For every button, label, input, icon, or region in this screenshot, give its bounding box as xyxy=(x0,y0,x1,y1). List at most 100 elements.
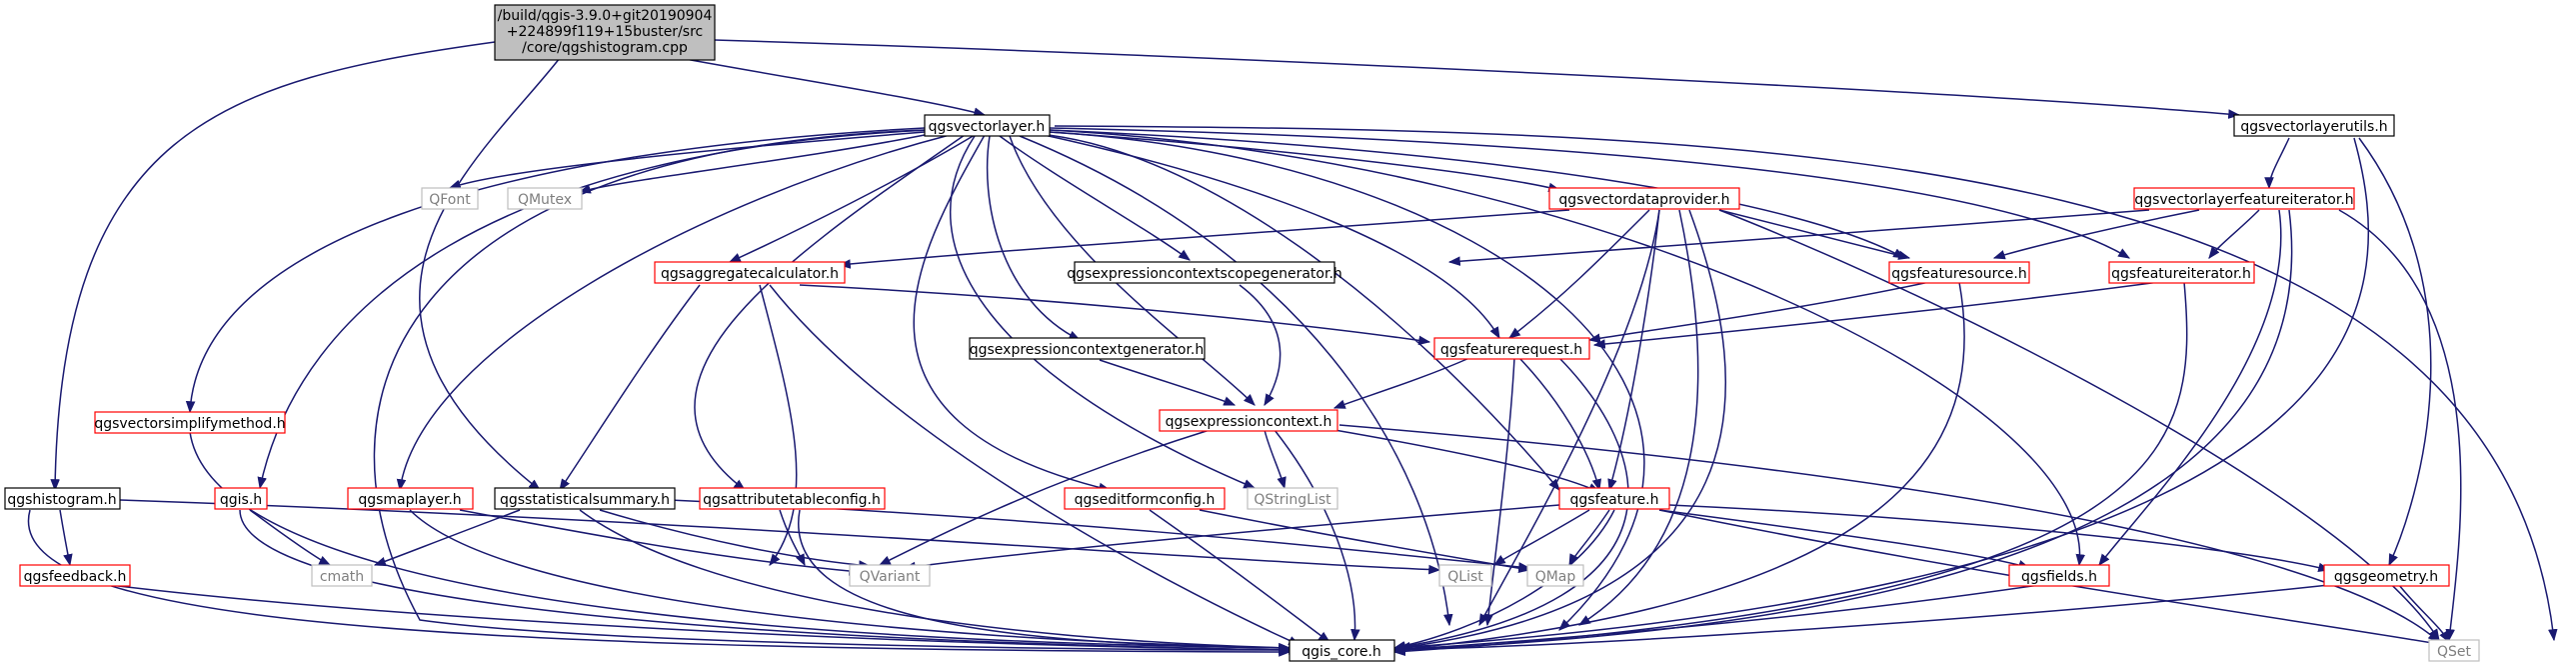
edge-feat-geometry xyxy=(1668,504,2331,573)
node-qset[interactable]: QSet xyxy=(2428,639,2480,662)
node-qgsgeometry[interactable]: qgsgeometry.h xyxy=(2323,564,2450,587)
node-qstringlist[interactable]: QStringList xyxy=(1247,487,1338,510)
node-qmap[interactable]: QMap xyxy=(1526,564,1584,587)
edge-feat-qvariant xyxy=(903,504,1560,572)
edge-agg-statsummary xyxy=(559,284,701,491)
node-label-qgsfeature: qgsfeature.h xyxy=(1570,492,1659,508)
node-qgsexpressioncontextscopegenerator[interactable]: qgsexpressioncontextscopegenerator.h xyxy=(1067,261,1342,284)
edge-ec-qvariant xyxy=(878,429,1211,566)
edge-vlfi-ctxscope xyxy=(1447,209,2150,266)
node-qgsvectorsimplifymethod[interactable]: qgsvectorsimplifymethod.h xyxy=(94,411,286,434)
node-qgsvectorlayerutils[interactable]: qgsvectorlayerutils.h xyxy=(2233,114,2395,137)
edge-vdp-featuresource xyxy=(1718,209,1911,260)
node-qgsaggregatecalculator[interactable]: qgsaggregatecalculator.h xyxy=(654,261,846,284)
edge-vl-attributetable xyxy=(694,134,966,491)
edge-ec-qgiscore xyxy=(1274,429,1360,642)
edge-atc-qvariant xyxy=(779,509,806,567)
edge-vlu-qgiscore xyxy=(1392,137,2370,653)
edge-vlu-featureiter xyxy=(2264,137,2290,190)
node-label-qgsstatisticalsummary: qgsstatisticalsummary.h xyxy=(500,492,670,508)
edge-vdp-qmap xyxy=(1577,209,1699,626)
node-qgis-core[interactable]: qgis_core.h xyxy=(1288,639,1395,662)
edge-vlfi-qgsfields xyxy=(2098,209,2282,566)
node-qgsfeatureiterator[interactable]: qgsfeatureiterator.h xyxy=(2108,261,2255,284)
node-label-qset: QSet xyxy=(2437,644,2472,660)
edge-vdp-feature xyxy=(1607,209,1660,492)
edge-feat-qmap xyxy=(1568,509,1610,567)
edge-fr-qgiscore xyxy=(1392,357,1629,652)
edge-vl-vectorsimplify xyxy=(185,127,926,414)
node-cmath[interactable]: cmath xyxy=(311,564,373,587)
node-qgsvectorlayer[interactable]: qgsvectorlayer.h xyxy=(924,114,1051,137)
node-qgsfeaturesource[interactable]: qgsfeaturesource.h xyxy=(1888,261,2030,284)
edge-efc-qgiscore xyxy=(1149,509,1330,643)
edge-root-qgsstatisticalsummary xyxy=(419,57,561,491)
edge-vl-ctxgen xyxy=(986,135,1082,341)
edge-vl-qgsfields xyxy=(1049,129,2086,567)
node-label-qgsmaplayer: qgsmaplayer.h xyxy=(358,492,461,508)
edge-vsm-qgiscore xyxy=(189,431,1291,653)
edge-ec-qstringlist xyxy=(1264,429,1287,490)
node-qgsvectorlayerfeatureiterator[interactable]: qgsvectorlayerfeatureiterator.h xyxy=(2133,187,2355,210)
node-label-qgsexpressioncontext: qgsexpressioncontext.h xyxy=(1166,414,1332,430)
node-label-qgsvectorsimplifymethod: qgsvectorsimplifymethod.h xyxy=(94,416,285,432)
edge-root-qgshistogram xyxy=(50,41,496,492)
node-label-qgsfeaturesource: qgsfeaturesource.h xyxy=(1891,266,2026,282)
node-qgsfields[interactable]: qgsfields.h xyxy=(2008,564,2110,587)
edge-vl-qfont xyxy=(448,131,926,189)
edge-feat-qgsfields xyxy=(1658,509,2031,570)
node-qmutex[interactable]: QMutex xyxy=(507,187,583,210)
node-qgis[interactable]: qgis.h xyxy=(214,487,268,510)
edge-vlu-geometry xyxy=(2358,137,2432,567)
edge-fs-featurerequest xyxy=(1587,281,1930,343)
node-qvariant[interactable]: QVariant xyxy=(849,564,931,587)
node-label-qmap: QMap xyxy=(1535,569,1576,585)
node-qgseditformconfig[interactable]: qgseditformconfig.h xyxy=(1064,487,1226,510)
node-label-qgsfeatureiterator: qgsfeatureiterator.h xyxy=(2111,266,2251,282)
edge-fi-qgiscore xyxy=(1392,281,2188,657)
node-qgsfeature[interactable]: qgsfeature.h xyxy=(1558,487,1670,510)
edge-vl-qstringlist xyxy=(950,135,1257,489)
node-label-qgsvectorlayerutils: qgsvectorlayerutils.h xyxy=(2240,119,2387,135)
edge-fr-qlist xyxy=(1483,357,1515,627)
node-qgsexpressioncontextgenerator[interactable]: qgsexpressioncontextgenerator.h xyxy=(969,337,1206,360)
node-qgsvectordataprovider[interactable]: qgsvectordataprovider.h xyxy=(1548,187,1740,210)
edge-vl-qmap xyxy=(1049,131,1645,631)
edge-fields-qgiscore xyxy=(1392,584,2040,655)
edge-vl-dataprovider xyxy=(1049,131,1561,193)
edge-ss-qgiscore xyxy=(579,509,1291,653)
node-label-qgis: qgis.h xyxy=(220,492,262,508)
edge-hist-qgiscore xyxy=(27,509,1291,657)
node-qgsmaplayer[interactable]: qgsmaplayer.h xyxy=(347,487,474,510)
edge-vl-qset xyxy=(1054,125,2558,642)
edge-ctxscope-exprctx xyxy=(1239,284,1282,407)
node-root-file[interactable]: /build/qgis-3.9.0+git20190904 +224899f11… xyxy=(494,4,716,61)
edge-feedback-qgiscore xyxy=(109,584,1291,655)
node-qlist[interactable]: QList xyxy=(1438,564,1492,587)
node-label-qgsgeometry: qgsgeometry.h xyxy=(2334,569,2438,585)
edge-feat-qset xyxy=(1658,509,2446,648)
node-label-qgsattributetableconfig: qgsattributetableconfig.h xyxy=(703,492,881,508)
node-qgsfeaturerequest[interactable]: qgsfeaturerequest.h xyxy=(1433,337,1590,360)
node-qgsexpressioncontext[interactable]: qgsexpressioncontext.h xyxy=(1159,409,1338,432)
edge-fr-feature xyxy=(1518,357,1602,492)
edge-vl-qlist xyxy=(1019,135,1453,627)
edge-root-qgsvectorlayer xyxy=(679,57,987,117)
node-qgsstatisticalsummary[interactable]: qgsstatisticalsummary.h xyxy=(494,487,676,510)
node-label-qgsexpressioncontextgenerator: qgsexpressioncontextgenerator.h xyxy=(970,342,1205,358)
node-label-qfont: QFont xyxy=(429,192,471,208)
edges xyxy=(27,39,2558,657)
edge-qgis-cmath xyxy=(249,509,332,566)
node-label-qgis-core: qgis_core.h xyxy=(1301,644,1381,660)
node-label-qgsfeaturerequest: qgsfeaturerequest.h xyxy=(1440,342,1582,358)
root-line-2: +224899f119+15buster/src xyxy=(507,24,703,40)
node-label-qgsvectorlayerfeatureiterator: qgsvectorlayerfeatureiterator.h xyxy=(2134,192,2353,208)
node-qgsattributetableconfig[interactable]: qgsattributetableconfig.h xyxy=(699,487,886,510)
node-qgsfeedback[interactable]: qgsfeedback.h xyxy=(19,564,131,587)
edge-hist-qlist xyxy=(119,499,1441,575)
nodes: /build/qgis-3.9.0+git20190904 +224899f11… xyxy=(4,4,2480,662)
edge-vdp-qlist xyxy=(1478,209,1660,627)
node-qfont[interactable]: QFont xyxy=(421,187,479,210)
node-qgshistogram[interactable]: qgshistogram.h xyxy=(4,487,121,510)
node-label-qgsvectordataprovider: qgsvectordataprovider.h xyxy=(1558,192,1729,208)
